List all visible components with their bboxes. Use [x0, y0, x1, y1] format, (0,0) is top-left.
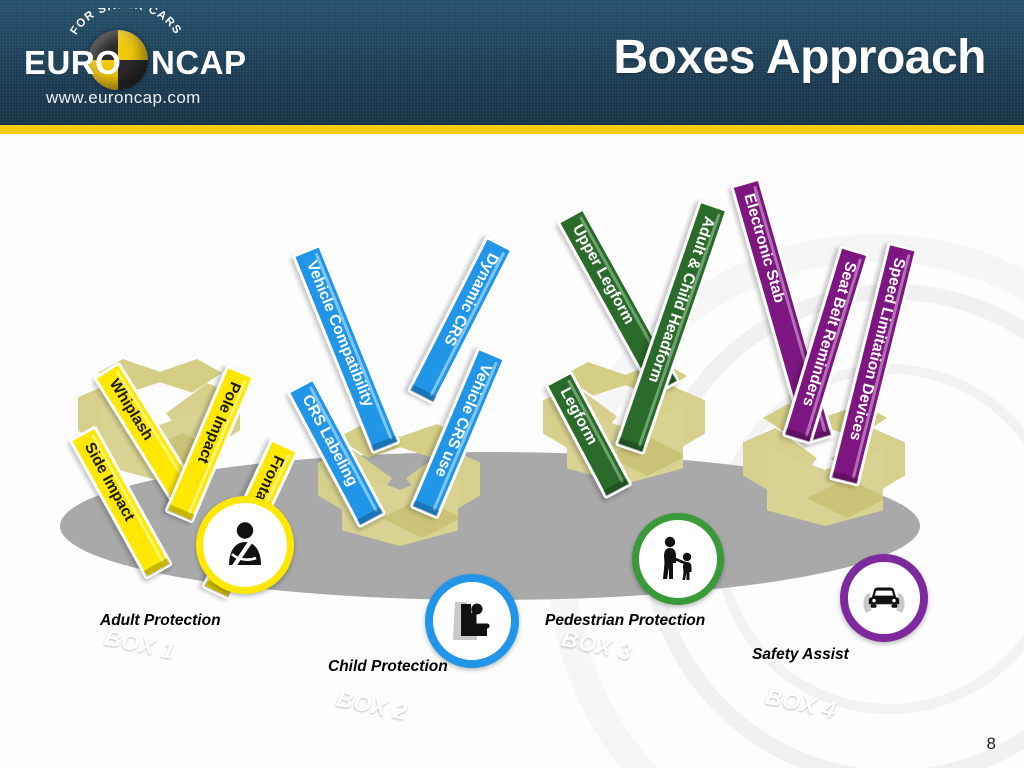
box-label-2: BOX 2 — [334, 684, 410, 726]
logo-word-euro: EURO — [24, 44, 122, 81]
caption-box-2: Child Protection — [328, 658, 448, 675]
icon-safety-assist[interactable] — [840, 554, 928, 642]
child-seat-icon — [453, 602, 490, 640]
euro-ncap-logo: FOR SAFER CARS EURO NCAP www.euroncap.co… — [22, 8, 246, 116]
bar-dynamic-crs[interactable]: Dynamic CRS — [406, 235, 514, 406]
icon-adult-protection[interactable] — [196, 496, 294, 594]
logo-url: www.euroncap.com — [46, 88, 201, 107]
bar-label: Dynamic CRS — [440, 250, 502, 349]
caption-box-3: Pedestrian Protection — [545, 612, 706, 629]
slide-body: BOX 1 Whiplash Pole Impact Side Impact F… — [0, 134, 1024, 768]
box-label-1: BOX 1 — [102, 623, 178, 665]
icon-child-protection[interactable] — [425, 574, 519, 668]
page-title: Boxes Approach — [613, 31, 986, 84]
caption-box-4: Safety Assist — [752, 646, 849, 663]
adult-child-walking-icon — [663, 536, 692, 580]
logo-word-ncap: NCAP — [151, 44, 247, 81]
icon-pedestrian-protection[interactable] — [632, 513, 724, 605]
caption-box-1: Adult Protection — [100, 612, 221, 629]
seatbelt-occupant-icon — [229, 522, 261, 568]
header-accent-bar — [0, 125, 1024, 134]
page-number: 8 — [986, 734, 996, 753]
logo-sphere-icon — [88, 30, 148, 90]
bar-label: Upper Legform — [569, 221, 638, 328]
box-body — [767, 448, 883, 526]
slide-header: FOR SAFER CARS EURO NCAP www.euroncap.co… — [0, 0, 1024, 125]
car-in-hands-icon — [863, 587, 905, 613]
